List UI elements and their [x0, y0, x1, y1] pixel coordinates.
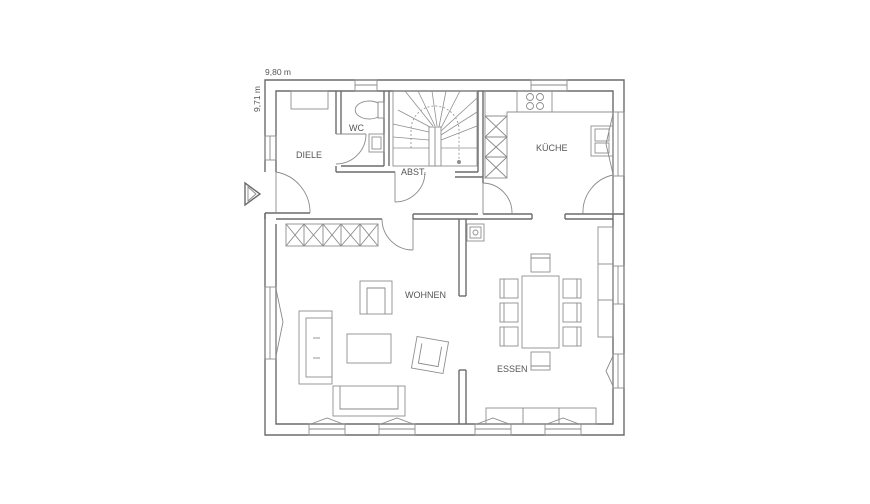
wohnen-coffee-table [346, 333, 392, 364]
wc-toilet [354, 100, 385, 120]
doors [275, 133, 614, 251]
wohnen-sofa-bottom [332, 385, 406, 417]
outer-walls [264, 79, 625, 436]
essen-chairs [499, 253, 582, 371]
kitchen-upper-cabinets [484, 115, 508, 179]
room-label-diele: DIELE [296, 150, 322, 160]
room-label-essen: ESSEN [497, 364, 528, 374]
wohnen-armchair-right [410, 335, 450, 375]
essen-dining-table [521, 275, 560, 349]
essen-sideboard [597, 226, 614, 338]
kitchen-counter [484, 91, 613, 117]
kitchen-sink [590, 125, 614, 157]
room-label-wohnen: WOHNEN [405, 290, 446, 300]
windows [264, 79, 625, 436]
room-label-abst: ABST. [401, 167, 426, 177]
wohnen-armchair-top [359, 280, 393, 315]
entrance-arrow-icon [244, 181, 262, 207]
wohnen-cabinet [285, 223, 379, 247]
essen-bench [485, 407, 597, 425]
dimension-width: 9,80 m [265, 67, 291, 77]
wc-basin [368, 133, 385, 153]
room-label-kueche: KÜCHE [536, 143, 568, 153]
wohnen-sofa-left [298, 310, 333, 385]
interior-walls [264, 91, 624, 424]
diele-bench [290, 90, 329, 110]
staircase [392, 90, 478, 167]
kitchen-stove [516, 90, 553, 113]
dimension-depth: 9,71 m [252, 86, 262, 112]
room-label-wc: WC [349, 123, 364, 133]
fireplace [466, 223, 485, 242]
